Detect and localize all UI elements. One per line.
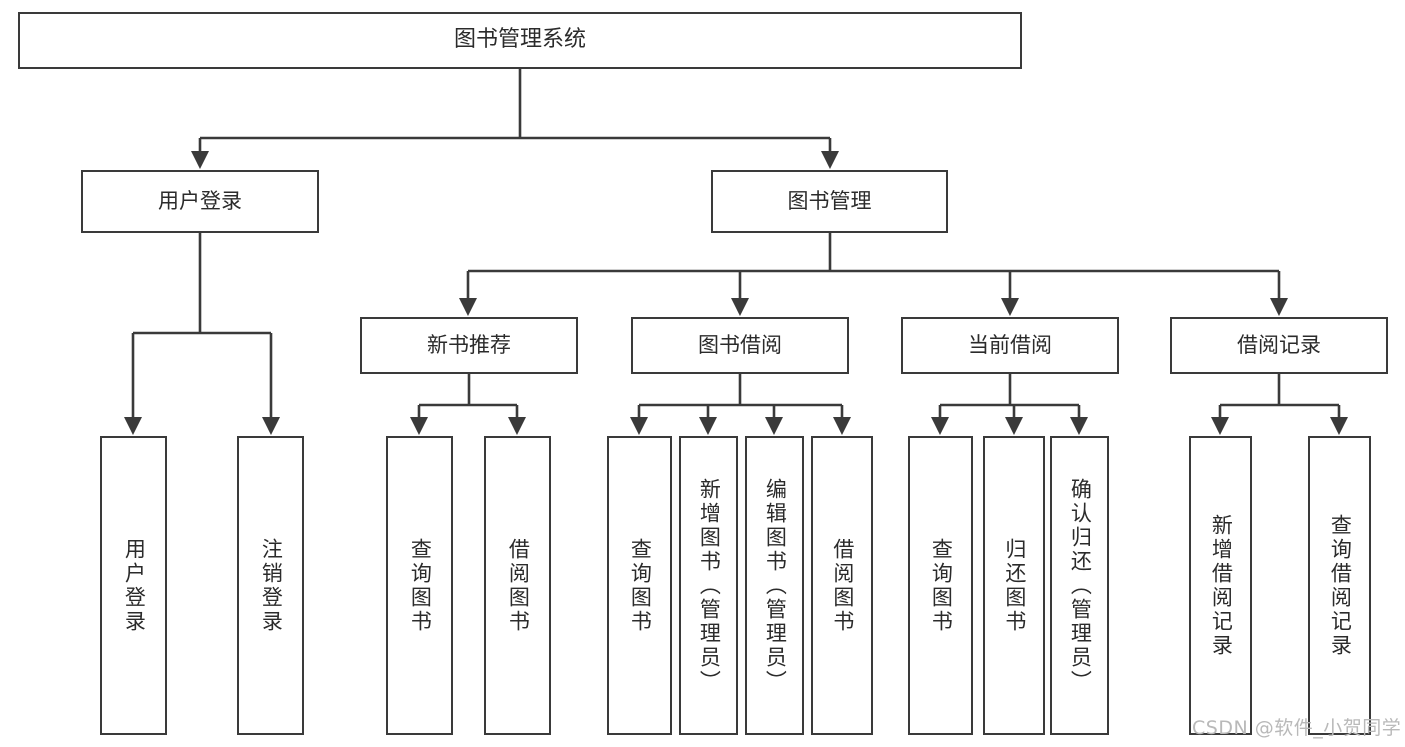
node-book-manage-label: 图书管理 — [787, 188, 872, 213]
node-leaf-logout-login[interactable]: 注销登录 — [237, 436, 304, 735]
node-leaf-query-book-3-label: 查询图书 — [929, 537, 954, 634]
node-leaf-borrow-book-1[interactable]: 借阅图书 — [484, 436, 551, 735]
node-book-manage[interactable]: 图书管理 — [711, 170, 948, 233]
node-leaf-user-login[interactable]: 用户登录 — [100, 436, 167, 735]
node-root-label: 图书管理系统 — [453, 27, 586, 53]
node-leaf-add-book-label: 新增图书（管理员） — [697, 477, 722, 694]
node-current-borrow-label: 当前借阅 — [968, 332, 1052, 357]
csdn-watermark: CSDN @软件_小贺同学 — [1192, 717, 1402, 739]
node-leaf-query-book-2[interactable]: 查询图书 — [607, 436, 672, 735]
node-current-borrow[interactable]: 当前借阅 — [901, 317, 1119, 374]
node-leaf-query-book-2-label: 查询图书 — [628, 537, 653, 634]
node-leaf-logout-login-label: 注销登录 — [259, 537, 284, 634]
node-leaf-edit-book-label: 编辑图书（管理员） — [763, 477, 788, 694]
node-leaf-query-book-1[interactable]: 查询图书 — [386, 436, 453, 735]
node-leaf-borrow-book-1-label: 借阅图书 — [506, 537, 531, 634]
node-leaf-borrow-book-2[interactable]: 借阅图书 — [811, 436, 873, 735]
node-leaf-query-book-3[interactable]: 查询图书 — [908, 436, 973, 735]
node-leaf-add-book[interactable]: 新增图书（管理员） — [679, 436, 738, 735]
node-leaf-query-book-1-label: 查询图书 — [408, 537, 433, 634]
node-book-borrow[interactable]: 图书借阅 — [631, 317, 849, 374]
node-leaf-add-record[interactable]: 新增借阅记录 — [1189, 436, 1252, 735]
node-user-login[interactable]: 用户登录 — [81, 170, 319, 233]
node-leaf-confirm-return[interactable]: 确认归还（管理员） — [1050, 436, 1109, 735]
node-user-login-label: 用户登录 — [158, 188, 242, 213]
node-root-system[interactable]: 图书管理系统 — [18, 12, 1022, 69]
node-new-book-recommend[interactable]: 新书推荐 — [360, 317, 578, 374]
node-book-borrow-label: 图书借阅 — [698, 332, 782, 357]
node-leaf-return-book-label: 归还图书 — [1002, 537, 1027, 634]
node-leaf-query-record[interactable]: 查询借阅记录 — [1308, 436, 1371, 735]
node-leaf-edit-book[interactable]: 编辑图书（管理员） — [745, 436, 804, 735]
node-leaf-borrow-book-2-label: 借阅图书 — [830, 537, 855, 634]
node-new-book-recommend-label: 新书推荐 — [427, 332, 511, 357]
node-borrow-record-label: 借阅记录 — [1237, 332, 1321, 357]
node-leaf-add-record-label: 新增借阅记录 — [1209, 513, 1234, 658]
node-leaf-confirm-return-label: 确认归还（管理员） — [1068, 477, 1093, 694]
node-leaf-query-record-label: 查询借阅记录 — [1328, 513, 1353, 658]
node-leaf-user-login-label: 用户登录 — [122, 537, 147, 634]
node-borrow-record[interactable]: 借阅记录 — [1170, 317, 1388, 374]
node-leaf-return-book[interactable]: 归还图书 — [983, 436, 1045, 735]
